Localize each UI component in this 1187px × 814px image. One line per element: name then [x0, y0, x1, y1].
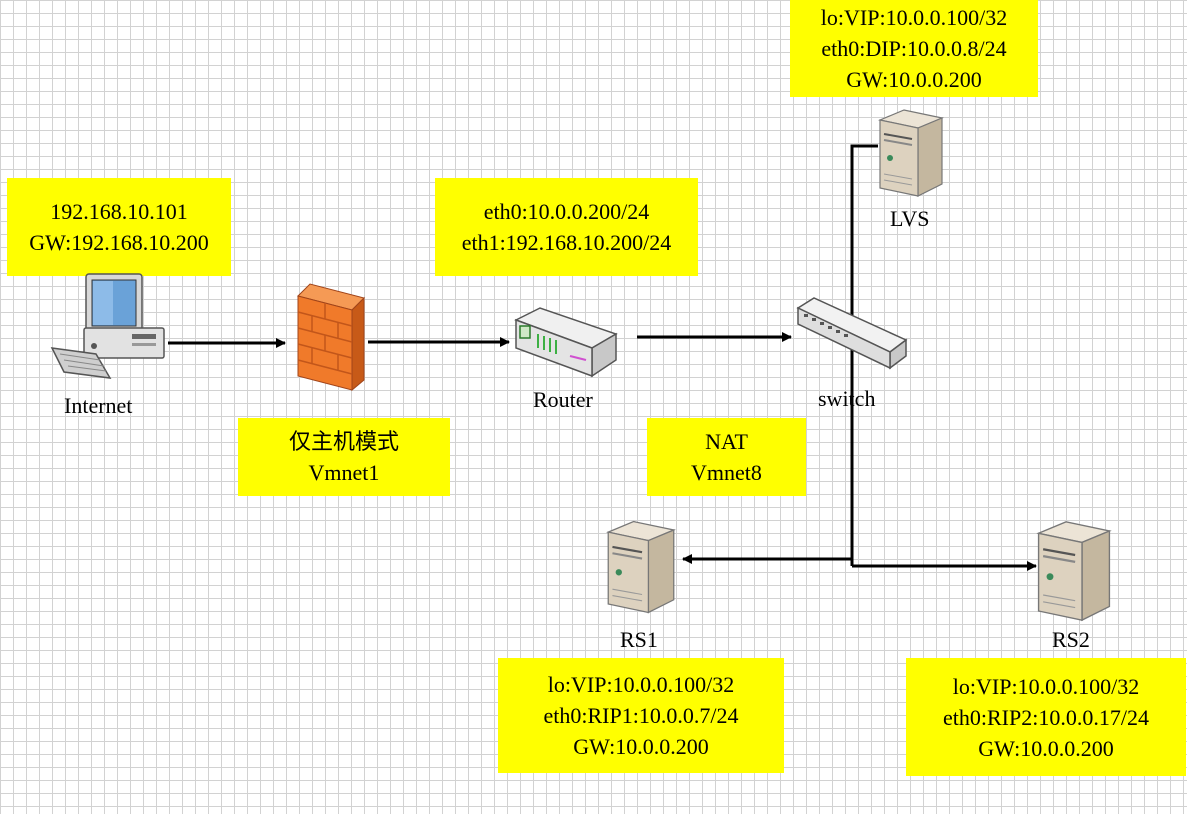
note-line: eth0:DIP:10.0.0.8/24: [821, 36, 1007, 61]
internet-ip-note: 192.168.10.101 GW:192.168.10.200: [7, 178, 231, 276]
switch-label: switch: [818, 386, 876, 411]
internet-label: Internet: [64, 393, 133, 418]
note-line: Vmnet1: [308, 460, 380, 485]
note-line: GW:192.168.10.200: [29, 230, 209, 255]
note-line: 仅主机模式: [288, 429, 399, 454]
rs2-label: RS2: [1052, 627, 1090, 652]
vmnet1-note: 仅主机模式 Vmnet1: [238, 418, 450, 496]
note-line: NAT: [705, 429, 748, 454]
note-line: GW:10.0.0.200: [573, 734, 709, 759]
note-line: lo:VIP:10.0.0.100/32: [952, 673, 1140, 699]
router-ip-note: eth0:10.0.0.200/24 eth1:192.168.10.200/2…: [435, 178, 698, 276]
note-line: eth1:192.168.10.200/24: [461, 230, 672, 255]
rs2-ip-note: lo:VIP:10.0.0.100/32 eth0:RIP2:10.0.0.17…: [906, 658, 1186, 776]
rs1-ip-note: lo:VIP:10.0.0.100/32 eth0:RIP1:10.0.0.7/…: [498, 658, 784, 773]
note-line: lo:VIP:10.0.0.100/32: [547, 672, 735, 697]
note-line: eth0:10.0.0.200/24: [483, 199, 650, 224]
rs1-label: RS1: [620, 627, 658, 652]
lvs-ip-note: lo:VIP:10.0.0.100/32 eth0:DIP:10.0.0.8/2…: [790, 0, 1038, 97]
link-lvs-switch: [847, 144, 878, 331]
server-icon: [877, 109, 945, 197]
note-line: 192.168.10.101: [50, 199, 188, 224]
note-line: lo:VIP:10.0.0.100/32: [820, 5, 1008, 30]
router-icon: [514, 307, 618, 378]
note-line: eth0:RIP2:10.0.0.17/24: [943, 704, 1149, 730]
note-line: Vmnet8: [691, 460, 762, 485]
switch-icon: [796, 297, 908, 370]
lvs-label: LVS: [890, 206, 930, 231]
note-line: GW:10.0.0.200: [978, 735, 1114, 761]
note-line: GW:10.0.0.200: [846, 67, 982, 92]
router-label: Router: [533, 387, 593, 412]
computer-icon: [50, 273, 165, 379]
vmnet8-note: NAT Vmnet8: [647, 418, 806, 496]
server-icon: [1036, 521, 1112, 622]
server-icon: [606, 520, 676, 614]
firewall-icon: [297, 283, 365, 392]
note-line: eth0:RIP1:10.0.0.7/24: [543, 703, 739, 728]
